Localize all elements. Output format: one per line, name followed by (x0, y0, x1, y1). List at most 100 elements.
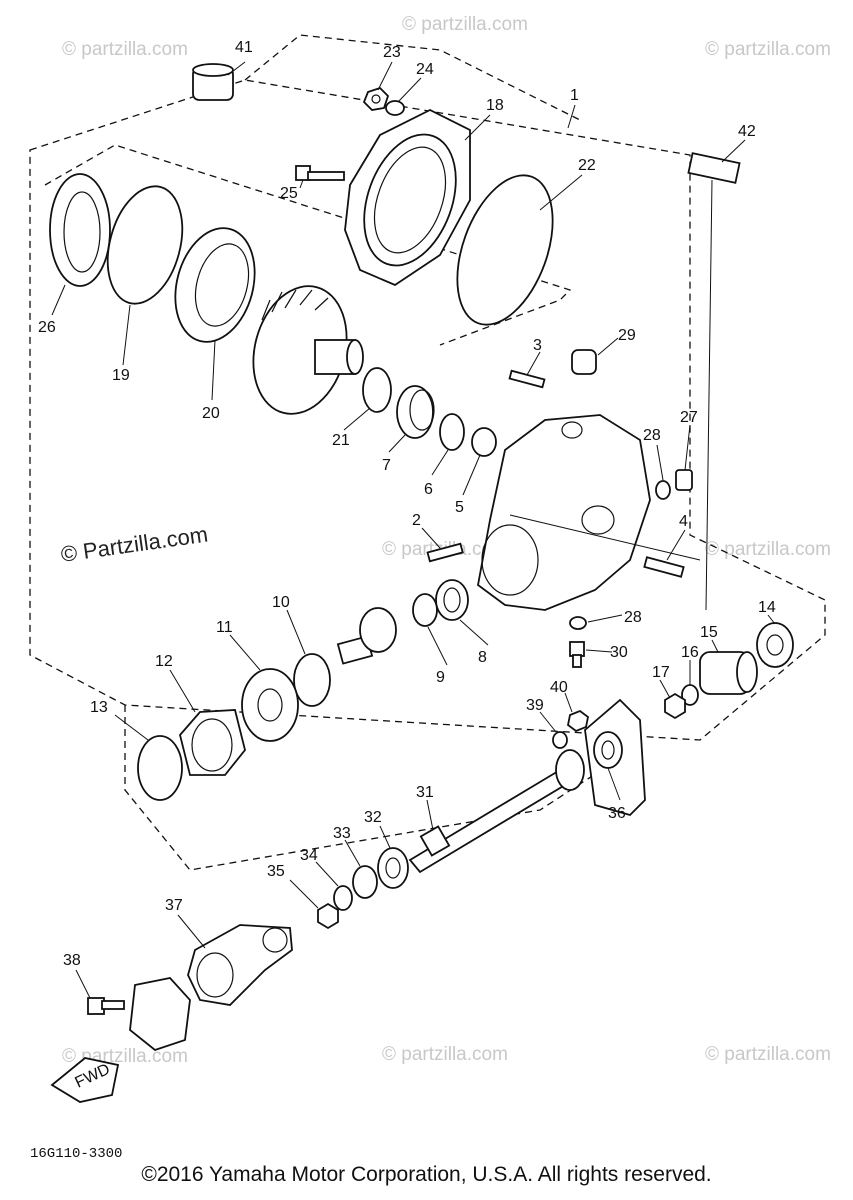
part-14-seal (756, 622, 794, 668)
part-12-bearing-retainer (179, 709, 246, 776)
callout-14: 14 (758, 599, 776, 616)
part-15-coupling (699, 651, 758, 695)
watermark-mid-right: © partzilla.com (705, 539, 831, 560)
part-9-collar (412, 593, 438, 627)
part-10-shim (293, 653, 331, 707)
callout-7: 7 (382, 457, 391, 474)
part-30-drain-bolt (569, 641, 585, 668)
part-5-seal (471, 427, 497, 457)
part-3-dowel (508, 369, 546, 389)
callout-20: 20 (202, 405, 220, 422)
callout-3: 3 (533, 337, 542, 354)
callout-28-lower: 28 (624, 609, 642, 626)
callout-13: 13 (90, 699, 108, 716)
callout-6: 6 (424, 481, 433, 498)
part-27-bolt (675, 469, 693, 491)
callout-35: 35 (267, 863, 285, 880)
part-29-cap (571, 349, 597, 375)
callout-31: 31 (416, 784, 434, 801)
callout-10: 10 (272, 594, 290, 611)
part-17-nut (664, 692, 686, 720)
part-41-cap (192, 63, 234, 101)
callout-1: 1 (570, 87, 579, 104)
callout-30: 30 (610, 644, 628, 661)
callout-33: 33 (333, 825, 351, 842)
part-20-bearing (174, 227, 256, 343)
part-26-shim (49, 173, 111, 287)
callout-16: 16 (681, 644, 699, 661)
part-42-label (687, 152, 741, 184)
part-19-o-ring (106, 185, 184, 305)
part-35-nut (317, 902, 339, 930)
callout-12: 12 (155, 653, 173, 670)
part-33-shim (352, 865, 378, 899)
callout-2: 2 (412, 512, 421, 529)
part-2-stud (426, 542, 464, 563)
callout-5: 5 (455, 499, 464, 516)
callout-26: 26 (38, 319, 56, 336)
part-7-bearing (396, 385, 435, 439)
watermark-bottom-center: © partzilla.com (382, 1044, 508, 1065)
part-4-stud (643, 556, 685, 578)
callout-34: 34 (300, 847, 318, 864)
callout-24: 24 (416, 61, 434, 78)
callout-27: 27 (680, 409, 698, 426)
callout-23: 23 (383, 44, 401, 61)
callout-18: 18 (486, 97, 504, 114)
part-24-washer (385, 100, 405, 116)
part-23-nut (362, 86, 390, 111)
part-25-bolt (295, 165, 345, 181)
callout-8: 8 (478, 649, 487, 666)
assembly-outline-top (244, 34, 581, 121)
part-36-spring (593, 731, 623, 769)
watermark-top-center: © partzilla.com (402, 14, 528, 35)
part-1-gear-case (477, 414, 651, 611)
assembly-outline-main (29, 79, 826, 741)
watermark-center-left: © Partzilla.com (59, 522, 209, 567)
part-28-washer-upper (655, 480, 671, 500)
callout-36: 36 (608, 805, 626, 822)
callout-19: 19 (112, 367, 130, 384)
part-40-nut (567, 709, 589, 733)
callout-41: 41 (235, 39, 253, 56)
fwd-arrow-icon: FWD (50, 1057, 120, 1103)
callout-4: 4 (679, 513, 688, 530)
part-31-drive-shaft (408, 749, 585, 874)
callout-40: 40 (550, 679, 568, 696)
watermark-top-right: © partzilla.com (705, 39, 831, 60)
part-6-collar (439, 413, 465, 451)
part-21-shim (362, 367, 392, 413)
part-39-plug (552, 731, 568, 749)
callout-11: 11 (216, 619, 233, 636)
pinion-gear (336, 607, 397, 665)
callout-22: 22 (578, 157, 596, 174)
figure-code: 16G110-3300 (30, 1146, 123, 1162)
callout-17: 17 (652, 664, 670, 681)
part-8-bearing (435, 579, 469, 621)
callout-28-upper: 28 (643, 427, 661, 444)
copyright-notice: ©2016 Yamaha Motor Corporation, U.S.A. A… (141, 1163, 712, 1186)
callout-25: 25 (280, 185, 298, 202)
part-11-bearing (241, 668, 299, 742)
part-32-bearing (377, 847, 409, 889)
ring-gear (252, 285, 364, 415)
part-37-yoke (187, 924, 293, 1006)
callout-38: 38 (63, 952, 81, 969)
part-18-bearing-housing (344, 108, 471, 287)
callout-39: 39 (526, 697, 544, 714)
part-34-washer (333, 885, 353, 911)
part-38-bolt (87, 997, 125, 1015)
callout-32: 32 (364, 809, 382, 826)
part-22-o-ring (456, 174, 554, 326)
callout-37: 37 (165, 897, 183, 914)
callout-21: 21 (332, 432, 350, 449)
assembly-outline-inner (44, 144, 572, 346)
part-13-o-ring (137, 735, 183, 801)
callout-15: 15 (700, 624, 718, 641)
gasket (129, 977, 191, 1052)
watermark-top-left: © partzilla.com (62, 39, 188, 60)
callout-42: 42 (738, 123, 756, 140)
part-28-washer-lower (569, 616, 587, 630)
callout-29: 29 (618, 327, 636, 344)
callout-9: 9 (436, 669, 445, 686)
